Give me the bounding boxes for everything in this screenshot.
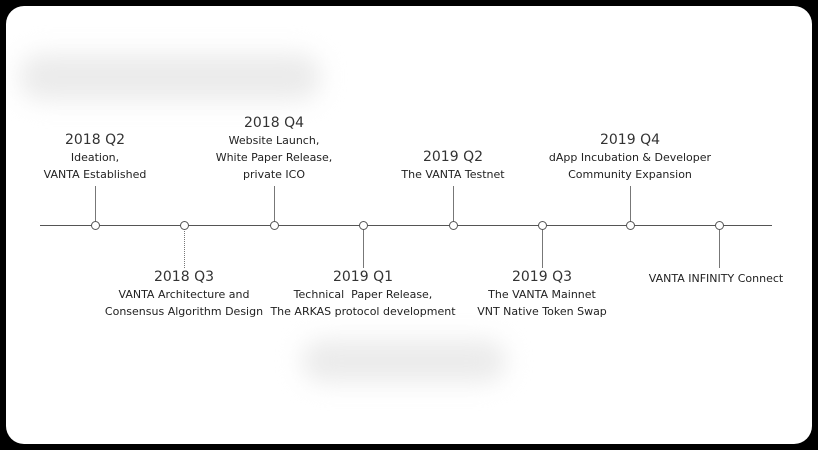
- stem-2019-q2: [453, 186, 454, 225]
- milestone-desc: VANTA Architecture and: [118, 288, 250, 301]
- milestone-node: [449, 221, 458, 230]
- milestone-desc: The ARKAS protocol development: [270, 305, 456, 318]
- milestone-desc: Consensus Algorithm Design: [104, 305, 264, 318]
- milestone-quarter: 2019 Q4: [599, 132, 660, 148]
- milestone-desc: Technical Paper Release,: [293, 288, 433, 301]
- milestone-node: [180, 221, 189, 230]
- milestone-desc: dApp Incubation & Developer: [548, 151, 712, 164]
- milestone-2018-q4: 2018 Q4 Website Launch, White Paper Rele…: [216, 114, 333, 183]
- milestone-infinity: VANTA INFINITY Connect: [649, 270, 783, 287]
- milestone-desc: VNT Native Token Swap: [477, 305, 607, 318]
- stem-2019-q4: [630, 186, 631, 225]
- milestone-desc: private ICO: [243, 168, 305, 181]
- milestone-2019-q2: 2019 Q2 The VANTA Testnet: [401, 148, 504, 183]
- milestone-desc: Community Expansion: [568, 168, 692, 181]
- milestone-desc: The VANTA Mainnet: [488, 288, 596, 301]
- milestone-node: [270, 221, 279, 230]
- stem-2019-q3: [542, 226, 543, 268]
- milestone-2018-q3: 2018 Q3 VANTA Architecture and Consensus…: [105, 268, 263, 320]
- milestone-node: [359, 221, 368, 230]
- timeline-frame: 2018 Q2 Ideation, VANTA Established 2018…: [6, 6, 812, 444]
- milestone-2019-q3: 2019 Q3 The VANTA Mainnet VNT Native Tok…: [477, 268, 607, 320]
- milestone-quarter: 2018 Q2: [64, 132, 125, 148]
- blurred-footer: [302, 340, 506, 382]
- milestone-node: [626, 221, 635, 230]
- stem-2018-q4: [274, 186, 275, 225]
- milestone-quarter: 2019 Q2: [422, 149, 484, 165]
- milestone-node: [715, 221, 724, 230]
- milestone-node: [91, 221, 100, 230]
- milestone-2018-q2: 2018 Q2 Ideation, VANTA Established: [44, 131, 147, 183]
- milestone-2019-q4: 2019 Q4 dApp Incubation & Developer Comm…: [549, 131, 711, 183]
- stem-2019-q1: [363, 226, 364, 268]
- milestone-desc: White Paper Release,: [215, 151, 333, 164]
- timeline-axis: [40, 225, 772, 226]
- milestone-node: [538, 221, 547, 230]
- milestone-quarter: 2018 Q4: [243, 115, 305, 131]
- milestone-desc: VANTA Established: [43, 168, 147, 181]
- milestone-quarter: 2019 Q1: [332, 269, 394, 285]
- milestone-desc: Ideation,: [70, 151, 120, 164]
- milestone-2019-q1: 2019 Q1 Technical Paper Release, The ARK…: [270, 268, 455, 320]
- stem-2018-q2: [95, 186, 96, 225]
- milestone-desc: Website Launch,: [228, 134, 320, 147]
- stem-2018-q3: [184, 226, 185, 268]
- blurred-header: [20, 54, 320, 100]
- stem-infinity: [719, 226, 720, 268]
- milestone-quarter: 2019 Q3: [511, 269, 573, 285]
- milestone-desc: VANTA INFINITY Connect: [648, 272, 784, 285]
- milestone-desc: The VANTA Testnet: [401, 168, 505, 181]
- milestone-quarter: 2018 Q3: [153, 269, 215, 285]
